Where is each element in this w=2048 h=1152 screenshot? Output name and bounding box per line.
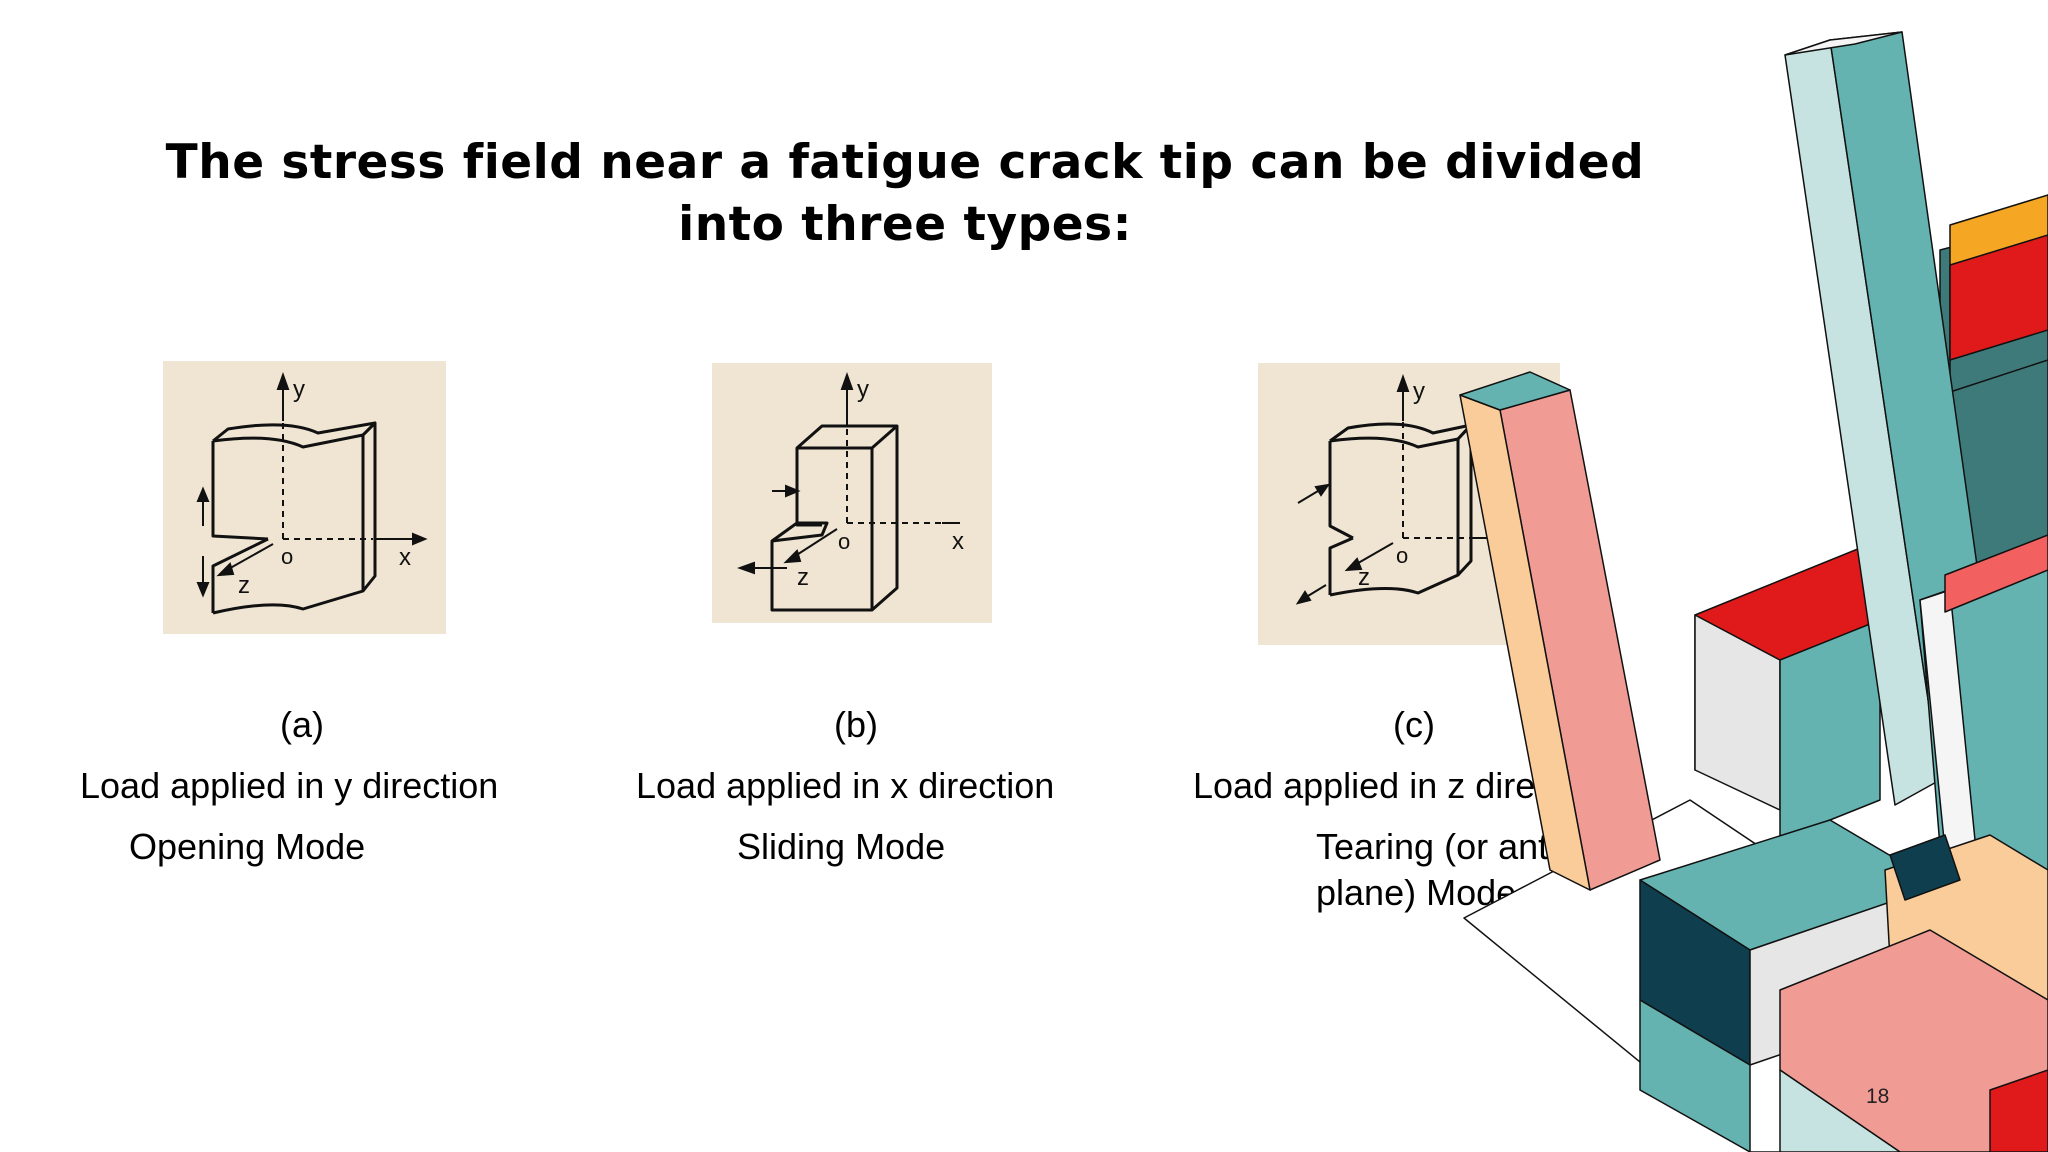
block-teal-column-cap: [1459, 371, 1571, 411]
z-axis-label: z: [238, 572, 250, 599]
block-dark-teal-notch: [1889, 834, 1961, 901]
z-axis-label: z: [797, 564, 809, 591]
block-tall-column-cap: [1784, 31, 1903, 56]
origin-label: o: [1396, 543, 1408, 568]
decorative-isometric-blocks: [1459, 31, 2048, 1152]
opening-mode-figure: y x z o: [163, 361, 446, 634]
slide-title: The stress field near a fatigue crack ti…: [165, 135, 1645, 252]
sliding-mode-figure: y x z o: [712, 363, 992, 623]
tearing-mode-name: Tearing (or anti-plane) Mode: [1316, 826, 1569, 913]
opening-mode-load: Load applied in y direction: [80, 765, 499, 806]
block-teal-wall: [1779, 619, 1881, 841]
x-axis-label: x: [399, 544, 411, 571]
page-number: 18: [1866, 1085, 1890, 1108]
block-right-red-cap: [1944, 534, 2048, 613]
opening-mode-caption: (a): [280, 704, 324, 745]
opening-mode-name: Opening Mode: [129, 826, 366, 867]
sliding-mode-caption: (b): [834, 704, 878, 745]
x-axis-label: x: [952, 528, 964, 555]
y-axis-label: y: [857, 376, 869, 403]
tearing-mode-diagram: y x z o: [1295, 374, 1537, 605]
origin-label: o: [281, 544, 293, 569]
sliding-mode-name: Sliding Mode: [737, 826, 946, 867]
tearing-mode-caption: (c): [1393, 704, 1435, 745]
sliding-mode-diagram: y x z o: [737, 372, 964, 612]
block-red-back: [1949, 234, 2048, 361]
origin-label: o: [838, 529, 850, 554]
block-red-corner: [1989, 1069, 2048, 1152]
block-teal-beam-front: [1639, 999, 1751, 1152]
z-axis-label: z: [1358, 564, 1370, 591]
sliding-mode-load: Load applied in x direction: [636, 765, 1055, 806]
y-axis-label: y: [1413, 378, 1425, 405]
block-teal-front-base: [1779, 1069, 1901, 1152]
opening-mode-diagram: y x z o: [196, 372, 428, 615]
y-axis-label: y: [293, 376, 305, 403]
